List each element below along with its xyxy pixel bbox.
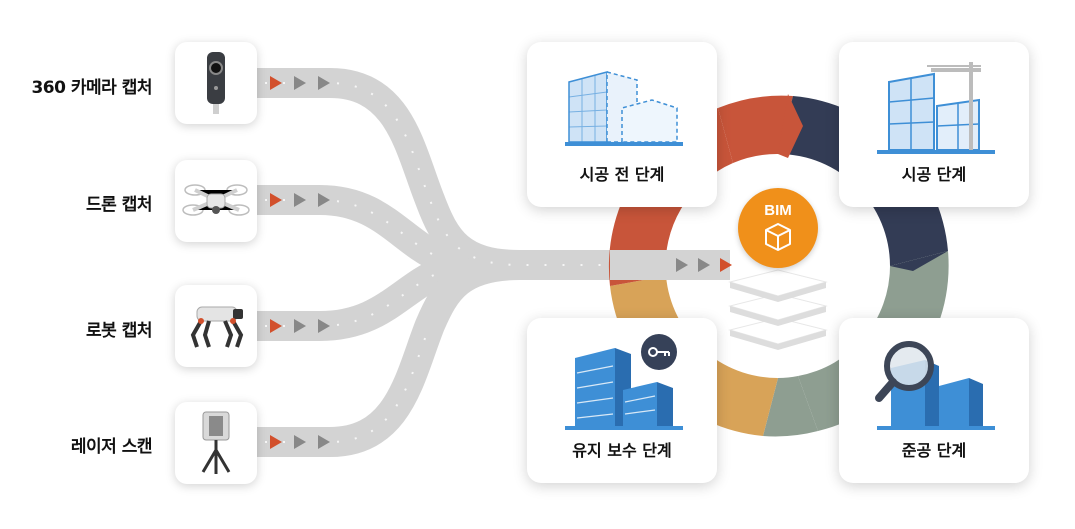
stage-title-pre-construction: 시공 전 단계 [579, 165, 665, 184]
flow-arrows [270, 76, 732, 449]
360-camera-icon [207, 52, 225, 114]
ring-segment-red-top [718, 95, 793, 163]
stage-card-pre-construction: 시공 전 단계 [527, 42, 717, 207]
stage-card-completion: 준공 단계 [839, 318, 1029, 483]
source-label-drone: 드론 캡처 [86, 195, 152, 215]
cube-icon [765, 223, 791, 251]
source-label-360-camera: 360 카메라 캡처 [31, 78, 152, 98]
robot-card [175, 285, 257, 367]
stage-title-completion: 준공 단계 [901, 441, 967, 460]
bim-label: BIM [764, 202, 792, 219]
construction-crane-icon [877, 62, 995, 154]
maintenance-buildings-icon [565, 334, 683, 430]
stage-card-maintenance: 유지 보수 단계 [527, 318, 717, 483]
stage-card-construction: 시공 단계 [839, 42, 1029, 207]
drone-card [175, 160, 257, 242]
data-stack-icon [728, 269, 828, 350]
inspection-magnifier-icon [875, 341, 995, 430]
building-plan-icon [565, 71, 683, 146]
capture-roads [257, 68, 640, 457]
stage-title-construction: 시공 단계 [901, 165, 967, 184]
360-camera-card [175, 42, 257, 124]
drone-icon [182, 184, 250, 216]
laser-scanner-card [175, 402, 257, 484]
source-label-laser: 레이저 스캔 [70, 437, 153, 457]
stage-title-maintenance: 유지 보수 단계 [572, 441, 672, 460]
ring-segment-sage-bottom [763, 376, 818, 437]
robot-dog-icon [190, 306, 244, 348]
bim-hub-badge: BIM [738, 188, 818, 268]
laser-scanner-icon [201, 411, 231, 474]
source-label-robot: 로봇 캡처 [86, 321, 152, 341]
